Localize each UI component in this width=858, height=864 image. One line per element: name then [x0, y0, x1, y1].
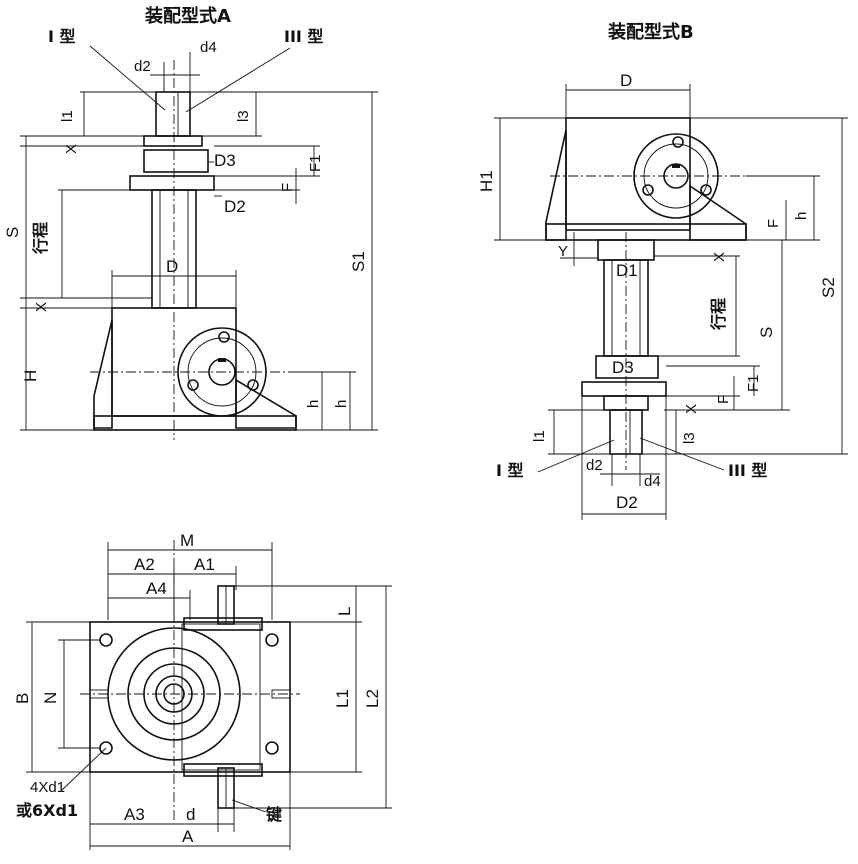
plan-a2: A2 [134, 555, 155, 574]
view-b-base [545, 223, 747, 241]
view-b-stroke: 行程 [709, 298, 728, 331]
type-iii-leader [185, 47, 291, 113]
view-a-type-iii-label: III 型 [284, 27, 323, 46]
view-a-l3: l3 [235, 110, 252, 122]
view-b-d1: D1 [616, 261, 638, 280]
view-a-d2: d2 [134, 58, 151, 75]
view-a-d: D [166, 257, 178, 276]
view-a-s: S [3, 227, 22, 238]
view-a-f1: F1 [307, 154, 324, 172]
view-a-d4: d4 [200, 39, 217, 56]
plan-b: B [13, 693, 32, 704]
nut-flange-d3 [143, 149, 209, 173]
view-b-h: h [793, 212, 810, 220]
plan-key: 键 [265, 805, 282, 824]
view-b-shaft-end [609, 409, 643, 455]
view-a-f: F [279, 183, 296, 192]
flange-d2 [129, 175, 215, 191]
type-i-leader [89, 45, 166, 111]
plan-l2: L2 [363, 689, 382, 708]
view-b-d4: d4 [644, 473, 661, 490]
view-b-type-iii-label: III 型 [728, 461, 767, 480]
mount-hole [265, 741, 279, 755]
title-form-a: 装配型式A [145, 5, 231, 27]
view-b-l1: l1 [531, 430, 548, 442]
view-a-d2-big: D2 [224, 197, 246, 216]
plan-holes-4: 4Xd1 [30, 779, 65, 796]
view-b-l3: l3 [681, 432, 698, 444]
plan-d: d [186, 805, 195, 824]
view-a-h-lower-2: h [333, 400, 350, 408]
view-b-f: F [765, 219, 782, 228]
plan-n: N [41, 692, 60, 704]
plan-a1: A1 [194, 555, 215, 574]
view-b-y: Y [558, 243, 568, 260]
view-b-x: X [683, 404, 700, 414]
plan-m: M [180, 531, 194, 550]
view-b-s: S [757, 327, 776, 338]
view-b-nut-d3 [595, 355, 659, 379]
view-a-x-bottom: X [33, 302, 50, 312]
view-b-type-i-label: I 型 [496, 461, 524, 480]
mount-hole [99, 633, 113, 647]
view-a-s1: S1 [349, 251, 368, 272]
plan-l: L [335, 607, 354, 616]
view-a-x-top: X [63, 144, 80, 154]
view-b-f1: F1 [745, 374, 762, 392]
plan-holes-6: 或6Xd1 [16, 801, 78, 820]
view-b-flange-d2 [581, 381, 667, 397]
view-a-h-lower: h [305, 400, 322, 408]
title-form-b: 装配型式B [608, 21, 694, 43]
plan-l1: L1 [333, 689, 352, 708]
plan-view: M A2 A1 A4 [13, 531, 392, 850]
view-b-d3: D3 [612, 358, 634, 377]
view-b-x-top: X [711, 252, 728, 262]
view-b-d2: d2 [586, 457, 603, 474]
view-b-d2-big: D2 [616, 493, 638, 512]
mount-hole [265, 633, 279, 647]
view-b-d: D [620, 71, 632, 90]
view-a-l1: l1 [59, 110, 76, 122]
view-b: D H1 F h Y D1 [477, 71, 848, 520]
view-b-f-small: F [715, 395, 732, 404]
plan-a3: A3 [124, 805, 145, 824]
plan-a: A [182, 827, 194, 846]
view-a: I 型 III 型 d2 d4 l1 l3 D3 D2 [3, 27, 378, 440]
view-b-s2: S2 [819, 277, 838, 298]
view-a-stroke: 行程 [31, 222, 50, 255]
view-a-h-upper: H [21, 370, 40, 382]
view-a-d3: D3 [214, 151, 236, 170]
shaft-end [155, 91, 191, 137]
plan-a4: A4 [146, 579, 167, 598]
view-b-h1: H1 [477, 170, 496, 192]
view-a-type-i-label: I 型 [48, 27, 76, 46]
